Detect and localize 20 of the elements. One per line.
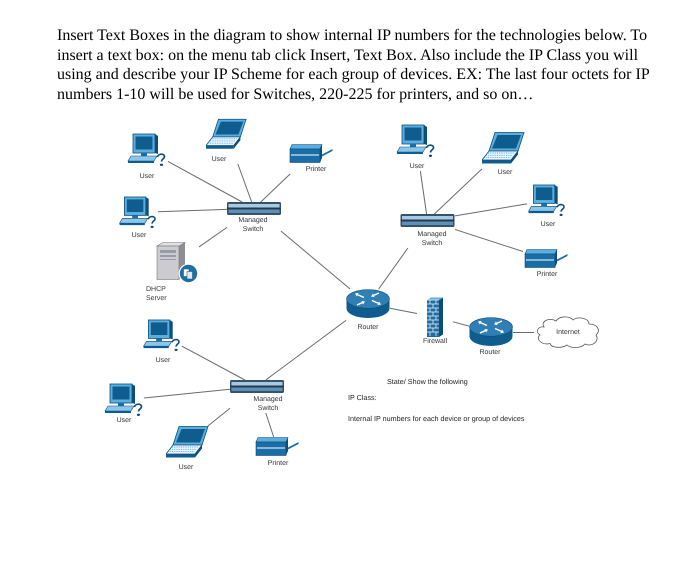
- connection-line: [434, 168, 482, 214]
- connection-line: [265, 320, 346, 380]
- connection-line: [452, 321, 470, 327]
- connection-line: [265, 412, 274, 438]
- connection-line: [454, 228, 524, 252]
- connection-line: [207, 408, 230, 426]
- connection-line: [158, 208, 228, 212]
- connection-line: [378, 248, 408, 290]
- connection-line: [280, 230, 351, 290]
- connection-line: [168, 160, 243, 202]
- connection-line: [512, 332, 534, 333]
- connection-line: [237, 164, 252, 202]
- connection-line: [420, 170, 428, 214]
- connection-line: [182, 346, 246, 380]
- connection-line: [260, 174, 291, 202]
- connection-line: [390, 308, 418, 314]
- connection-line: [144, 388, 230, 398]
- connection-line: [454, 203, 528, 216]
- instructions-text: Insert Text Boxes in the diagram to show internal IP numbers for the technologies below. To insert a text box: on the menu tab click Insert, Text Box. Also include the IP Class you will using and describe your IP Scheme for each group of devices. EX: The last four octets for IP numbers 1-10 will be used for Switches, 220-225 for printers, and so on…: [57, 26, 650, 104]
- connection-line: [198, 226, 228, 248]
